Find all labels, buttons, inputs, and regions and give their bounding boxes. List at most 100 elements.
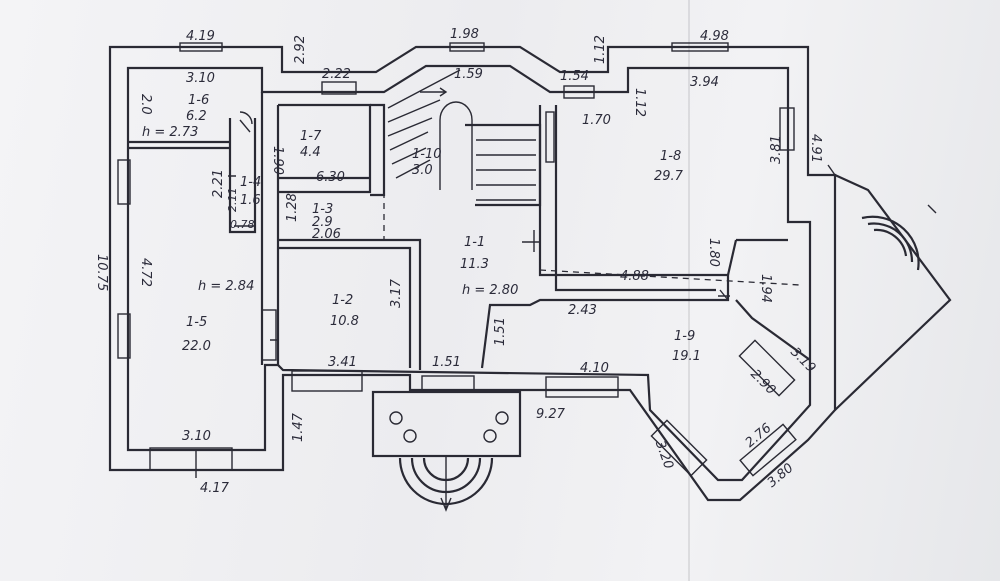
dim-label: 6.30 [316,170,345,185]
dim-label: 2.21 [211,169,226,198]
dim-label: 1.28 [285,193,300,222]
room-area-1-7: 4.4 [300,145,321,160]
height-1-1: h = 2.80 [462,283,518,298]
window [149,447,233,471]
room-id-1-2: 1-2 [332,293,353,308]
dim-label: 9.27 [536,407,566,422]
room-id-1-3: 1-3 [312,202,333,217]
dim-label: 1.51 [493,317,508,346]
room-area-1-2: 10.8 [330,314,359,329]
dim-label: 1.94 [758,274,773,303]
room-area-1-5: 22.0 [182,339,211,354]
room-area-1-4: 1.6 [240,193,261,208]
height-1-6: h = 2.73 [142,125,198,140]
dim-label: 2.0 [138,94,153,115]
column [389,411,403,425]
room-id-1-9: 1-9 [674,329,695,344]
stair-treads-lower [476,139,536,201]
dim-label: 1.59 [454,67,483,82]
ceiling-heights: h = 2.73 h = 2.84 h = 2.80 [142,125,518,298]
window [117,159,131,205]
stair-arrow-icon [420,87,448,97]
room-id-1-8: 1-8 [660,149,681,164]
window [563,85,595,99]
outer-wall-inner [126,64,812,482]
stair-rail [545,111,555,163]
dim-label: 4.10 [580,361,609,376]
dim-label: 4.91 [808,134,823,163]
dim-label: 2.92 [293,35,308,64]
dim-label: 2.22 [322,67,351,82]
window [545,376,619,398]
dim-label: 10.75 [94,254,109,291]
door-swings [228,111,278,341]
dim-label: 1.12 [632,88,647,117]
dimensions: 4.19 3.10 2.92 2.22 1.98 1.59 1.54 1.12 … [94,27,823,496]
wall-1-7 [278,103,372,194]
room-labels: 1-6 6.2 1-7 4.4 1-4 1.6 1-3 2.9 1-10 3.0… [182,93,701,364]
dim-label: 4.19 [186,29,215,44]
dim-label: 2.06 [312,227,341,242]
dim-label: 2.43 [568,303,597,318]
extension-lines [195,119,251,478]
stair-treads [387,69,461,179]
room-area-1-10: 3.0 [412,163,433,178]
room-id-1-7: 1-7 [300,129,322,144]
dim-label: 3.19 [787,345,818,376]
entrance-arrow-icon [440,455,452,512]
dim-label: 4.72 [138,258,153,287]
dim-label: 1.70 [582,113,611,128]
dim-label: 1.12 [593,35,608,64]
dim-label: 3.94 [690,75,719,90]
dim-label: 2.90 [747,367,778,398]
stair-well [439,101,473,190]
window [291,370,363,392]
window [739,423,797,477]
dim-label: 1.90 [270,146,285,175]
room-id-1-6: 1-6 [188,93,209,108]
dim-label: 4.98 [700,29,729,44]
room-id-1-5: 1-5 [186,315,207,330]
column [483,429,497,443]
wall-1-9 [735,299,811,361]
dim-label: 1.47 [291,412,306,442]
window [261,309,277,361]
dim-label: 3.41 [328,355,357,370]
dim-label: 1.98 [450,27,479,42]
dim-label: 3.81 [769,135,784,164]
room-id-1-10: 1-10 [412,147,442,162]
window [117,313,131,359]
dim-label: 4.88 [620,269,649,284]
dim-label: 3.10 [186,71,215,86]
dashed-lines [195,111,937,478]
dim-label: 3.10 [182,429,211,444]
dim-label: 3.80 [765,461,797,491]
dim-label: 0.78 [230,218,255,231]
windows [117,42,797,477]
wall-1-8 [726,238,788,276]
wall-1-1-right [480,105,730,369]
markers [522,230,730,301]
window [779,107,795,151]
room-area-1-9: 19.1 [672,349,701,364]
window [179,42,223,52]
dim-label: 3.17 [389,278,404,308]
room-area-1-8: 29.7 [654,169,684,184]
dim-label: 4.17 [200,481,230,496]
dim-label: 2.76 [743,421,775,451]
column [403,429,417,443]
room-area-1-6: 6.2 [186,109,207,124]
tick-marks [827,164,937,214]
wall-1-2 [278,238,422,370]
room-id-1-1: 1-1 [464,235,485,250]
wall-1-4 [228,118,257,234]
outer-wall-outer [108,45,837,502]
window [449,42,485,52]
window [738,339,796,397]
height-1-5: h = 2.84 [198,279,254,294]
window [321,81,357,95]
dim-label: 3.20 [652,439,676,471]
dim-label: 1.51 [432,355,461,370]
